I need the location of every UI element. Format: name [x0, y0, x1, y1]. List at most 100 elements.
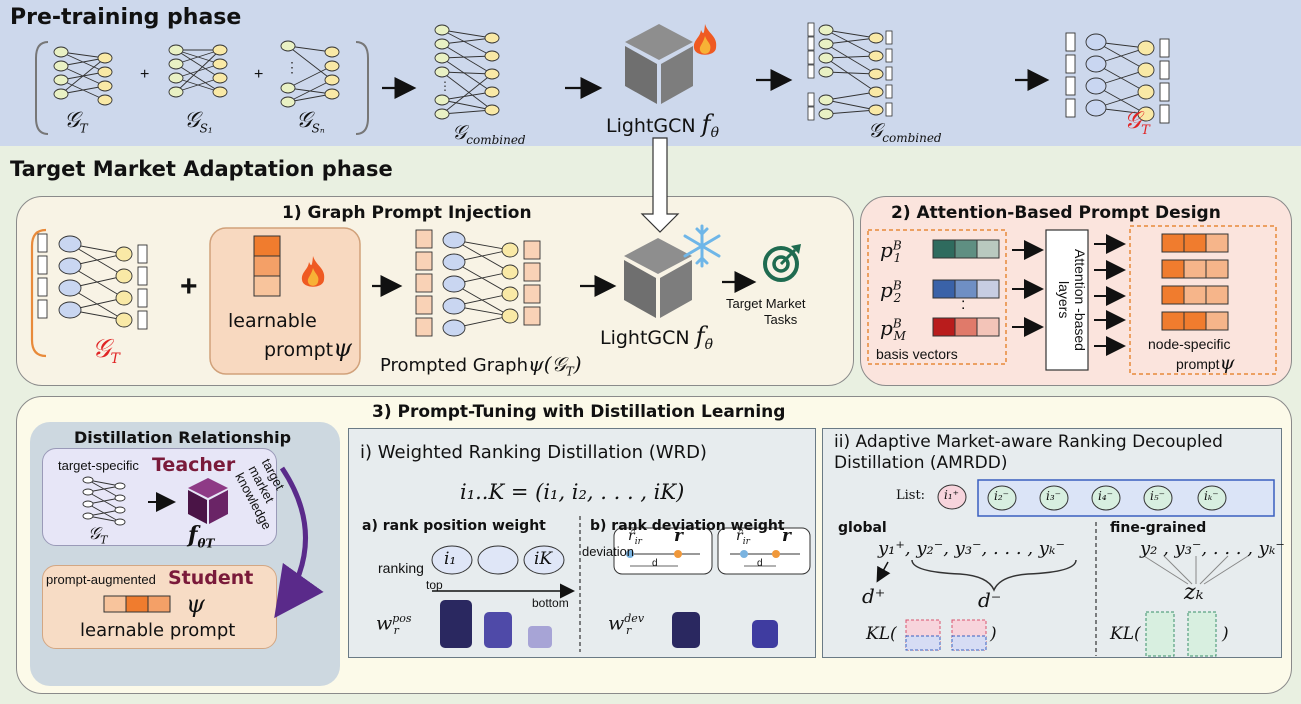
label-learnable: learnable	[228, 310, 317, 332]
label-g-combined-2: 𝒢combined	[868, 118, 942, 145]
fine-lines	[1143, 555, 1249, 585]
label-node-prompt: promptψ	[1176, 352, 1235, 374]
dist-rel-title: Distillation Relationship	[74, 428, 292, 447]
adaptation-title: Target Market Adaptation phase	[10, 157, 393, 181]
label-learnable-prompt: learnable prompt	[80, 620, 236, 641]
list-item-positive	[937, 484, 967, 510]
graph-gsn: ⋮	[280, 40, 340, 108]
basis-vector-2	[932, 279, 1000, 299]
label-student-psi: ψ	[186, 590, 205, 618]
learnable-prompt-box	[209, 227, 361, 375]
deviation-marks-2	[730, 550, 800, 567]
label-list: List:	[896, 488, 926, 503]
label-lightgcn-frozen: LightGCN fθ̄	[600, 322, 713, 353]
label-r-hat-1: r̂ir	[628, 528, 642, 547]
apd-arrows-out	[1094, 234, 1126, 356]
label-f-theta-t: fθT	[188, 522, 215, 551]
label-ik: iK	[534, 549, 553, 569]
prompt-vector	[253, 235, 281, 297]
svg-text:⋮: ⋮	[439, 79, 451, 93]
graph-combined: ⋮	[434, 24, 500, 120]
fine-seq: y₂ , y₃⁻, . . . , yₖ⁻	[1140, 538, 1285, 559]
label-z-k: zₖ	[1184, 580, 1204, 605]
label-target-specific: target-specific	[58, 458, 139, 473]
kl-global-close: )	[990, 624, 997, 644]
kl-fine-boxes	[1145, 611, 1217, 657]
label-r-1: r	[674, 526, 683, 546]
label-basis-dots: :	[961, 296, 966, 313]
gpi-title: 1) Graph Prompt Injection	[282, 203, 532, 223]
label-teacher: Teacher	[152, 454, 236, 476]
label-fine-grained: fine-grained	[1110, 520, 1207, 536]
teacher-cube	[188, 478, 228, 524]
label-bottom: bottom	[532, 596, 569, 610]
plus-2: +	[254, 66, 264, 83]
label-attention-layers: Attention -based layers	[1056, 249, 1088, 351]
label-p1: pB1	[880, 238, 902, 265]
deviation-marks-1	[626, 550, 700, 567]
d-plus-arrow	[876, 561, 891, 583]
label-gs1: 𝒢S₁	[184, 108, 213, 136]
global-seq: y₁⁺, y₂⁻, y₃⁻, . . . , yₖ⁻	[878, 538, 1065, 559]
graph-prompt-injection-panel	[16, 196, 854, 386]
list-item-4: i₄⁻	[1098, 489, 1113, 503]
label-w-dev: wdevr	[608, 612, 645, 638]
graph-prompted	[415, 229, 541, 337]
deviation-box-1	[613, 527, 713, 575]
pretrain-title: Pre-training phase	[10, 5, 242, 30]
label-d-minus: d⁻	[978, 588, 1002, 612]
label-kl-fine: KL(	[1110, 624, 1141, 644]
label-teacher-gt: 𝒢T	[88, 524, 108, 547]
graph-gs1	[168, 44, 228, 98]
kl-fine-close: )	[1222, 624, 1229, 644]
list-item-k: iₖ⁻	[1204, 489, 1219, 503]
label-g-target: 𝒢T	[1124, 106, 1150, 138]
label-node-specific: node-specific	[1148, 336, 1231, 352]
svg-text:⋮: ⋮	[285, 59, 299, 75]
wrd-formula: i₁..K = (i₁, i₂, . . . , iK)	[460, 480, 685, 504]
rpw-title: a) rank position weight	[362, 518, 546, 534]
graph-combined-embeddings	[807, 22, 893, 121]
amrdd-title: ii) Adaptive Market-aware Ranking Decoup…	[834, 432, 1223, 473]
lightgcn-cube-pretrain	[625, 24, 693, 104]
label-student: Student	[168, 567, 254, 589]
node-specific-box	[1129, 225, 1277, 375]
gpi-bracket	[30, 228, 47, 358]
pretrain-bracket	[35, 41, 369, 135]
label-d-plus: d⁺	[862, 584, 886, 608]
ptdl-title: 3) Prompt-Tuning with Distillation Learn…	[372, 402, 786, 422]
wrd-title: i) Weighted Ranking Distillation (WRD)	[360, 442, 707, 463]
label-target-market: Target Market	[726, 296, 806, 311]
list-item-3: i₃⁻	[1046, 489, 1061, 503]
wdev-bar-2	[752, 620, 778, 648]
basis-vector-1	[932, 239, 1000, 259]
label-prompt-psi: promptψ	[264, 334, 352, 362]
label-ranking: ranking	[378, 560, 424, 576]
wpos-bar-3	[528, 626, 552, 648]
student-prompt-vector	[103, 595, 171, 613]
d-minus-brace	[911, 559, 1077, 592]
label-prompt-augmented: prompt-augmented	[46, 572, 156, 587]
label-w-pos: wposr	[376, 612, 412, 638]
wdev-bar-1	[672, 612, 700, 648]
fire-icon	[693, 24, 717, 55]
label-pm: pBM	[880, 316, 906, 343]
graph-gt-pretrain	[53, 46, 113, 106]
label-gsn: 𝒢Sₙ	[296, 108, 325, 136]
label-top: top	[426, 578, 443, 592]
label-lightgcn-pretrain: LightGCN fθ	[606, 110, 719, 141]
target-icon	[763, 244, 801, 282]
list-item-5: i₅⁻	[1150, 489, 1165, 503]
label-d-2: d	[757, 558, 763, 569]
plus-1: +	[140, 66, 150, 83]
fire-icon-prompt	[301, 256, 325, 287]
label-gt: 𝒢T	[64, 108, 88, 136]
attention-layers-box	[1045, 229, 1089, 371]
basis-vectors-box	[867, 229, 1007, 365]
label-gpi-gt: 𝒢T	[92, 334, 120, 368]
ranking-nodes	[431, 545, 565, 575]
lightgcn-cube-frozen	[624, 238, 692, 318]
label-g-combined: 𝒢combined	[452, 120, 526, 147]
graph-target-embeddings	[1065, 32, 1170, 124]
